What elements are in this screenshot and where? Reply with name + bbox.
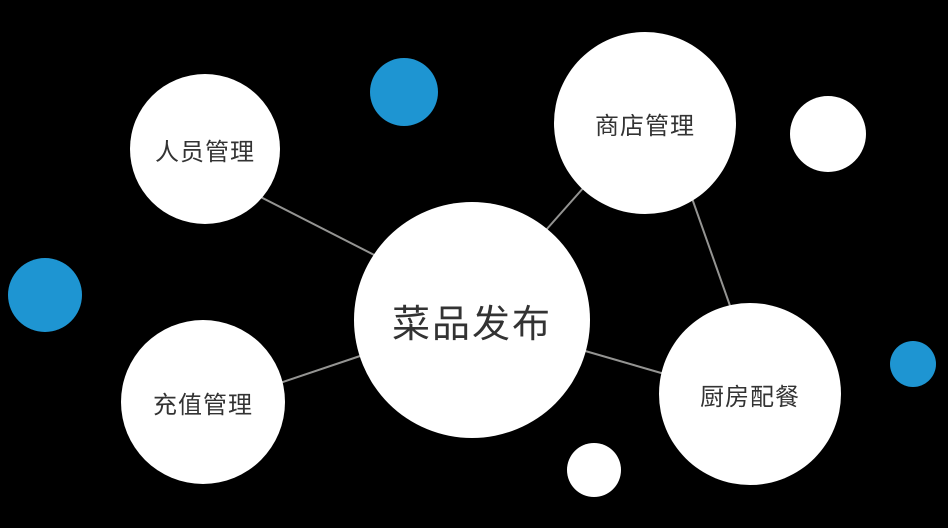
node-recharge-label: 充值管理 <box>153 391 253 419</box>
node-dish-publish-label: 菜品发布 <box>391 303 552 346</box>
connector-recharge-center <box>267 352 370 388</box>
node-personnel-management: 人员管理 <box>130 74 280 224</box>
node-store-management: 商店管理 <box>554 32 736 214</box>
connector-store-kitchen <box>687 186 735 318</box>
decor-circle-blue-top <box>370 58 438 126</box>
connector-personnel-center <box>244 188 387 262</box>
node-personnel-label: 人员管理 <box>155 138 255 166</box>
node-kitchen-label: 厨房配餐 <box>700 383 800 411</box>
decor-circle-white-bottom <box>567 443 621 497</box>
node-recharge-management: 充值管理 <box>121 320 285 484</box>
decor-circle-blue-right <box>890 341 936 387</box>
node-dish-publish-center: 菜品发布 <box>354 202 590 438</box>
connector-center-kitchen <box>567 345 676 378</box>
node-kitchen-catering: 厨房配餐 <box>659 303 841 485</box>
node-store-label: 商店管理 <box>595 112 695 140</box>
decor-circle-blue-left <box>8 258 82 332</box>
decor-circle-white-topright <box>790 96 866 172</box>
